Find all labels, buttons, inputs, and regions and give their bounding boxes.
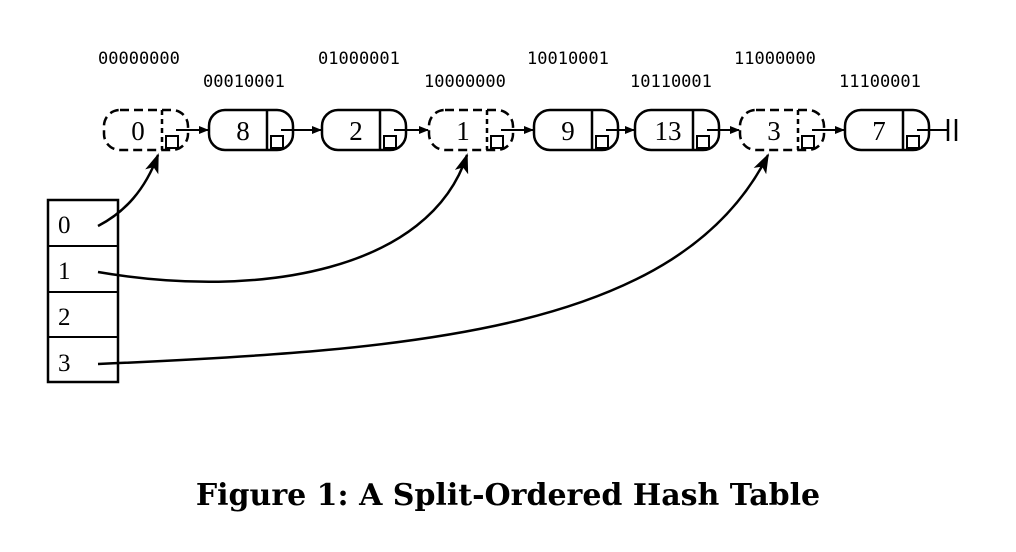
node-key-label: 11000000: [734, 49, 816, 69]
bucket-pointer: [97, 153, 160, 228]
node-key-label: 00000000: [98, 49, 180, 69]
regular-node: 13: [633, 108, 721, 152]
node-value: 3: [767, 116, 781, 146]
node-value: 0: [131, 116, 145, 146]
figure-caption: Figure 1: A Split-Ordered Hash Table: [196, 478, 820, 513]
bucket-array: 0 1 2 3: [46, 198, 120, 384]
regular-node: 2: [320, 108, 408, 152]
null-terminator-icon: [917, 119, 958, 141]
bucket-index: 0: [58, 212, 71, 239]
bucket-index: 2: [58, 304, 71, 331]
dummy-node: 0: [102, 108, 190, 152]
split-order-keys: 00000000 00010001 01000001 10000000 1001…: [98, 49, 921, 92]
node-value: 9: [561, 116, 575, 146]
node-key-label: 10110001: [630, 72, 712, 92]
node-key-label: 00010001: [203, 72, 285, 92]
bucket-index: 3: [58, 350, 71, 377]
node-key-label: 01000001: [318, 49, 400, 69]
node-key-label: 10000000: [424, 72, 506, 92]
bucket-index: 1: [58, 258, 71, 285]
node-value: 7: [872, 116, 886, 146]
bucket-pointer: [97, 153, 469, 284]
node-value: 1: [456, 116, 470, 146]
node-key-label: 11100001: [839, 72, 921, 92]
dummy-node: 3: [738, 108, 826, 152]
regular-node: 8: [207, 108, 295, 152]
node-value: 13: [655, 116, 682, 146]
bucket-pointer: [97, 153, 770, 366]
regular-node: 7: [843, 108, 931, 152]
node-value: 8: [236, 116, 250, 146]
dummy-node: 1: [427, 108, 515, 152]
node-key-label: 10010001: [527, 49, 609, 69]
regular-node: 9: [532, 108, 620, 152]
node-value: 2: [349, 116, 363, 146]
